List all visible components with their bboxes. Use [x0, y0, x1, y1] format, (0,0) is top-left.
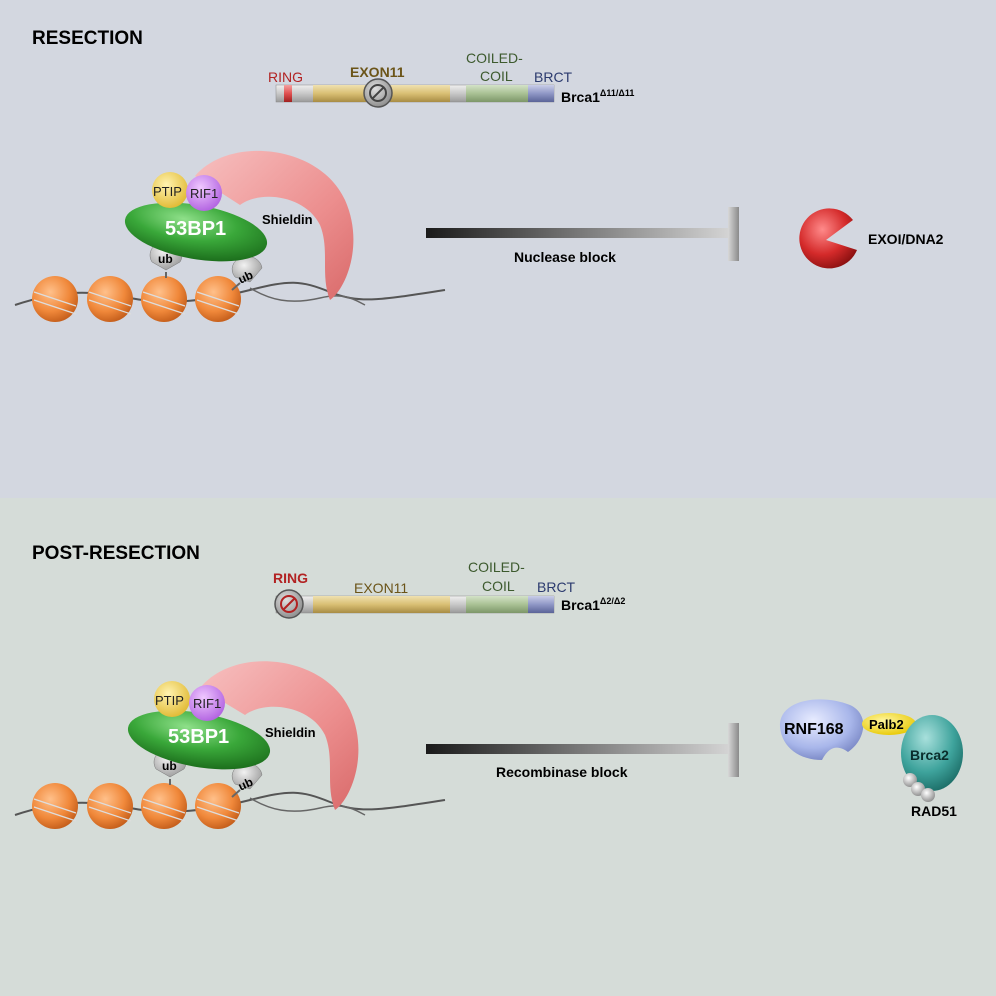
coiled-label-line2: COIL: [480, 68, 513, 84]
panel-title-resection: RESECTION: [32, 28, 143, 49]
shieldin-label: Shieldin: [262, 212, 313, 227]
coiled-coil-domain: [466, 596, 528, 613]
nucleosome: [141, 276, 187, 322]
chromatin-complex-bottom: ub ub 53BP1 PTIP RIF1 Shieldin: [14, 661, 446, 829]
rnf168-protein: [779, 699, 864, 760]
shieldin-protein: [195, 150, 354, 300]
palb2-protein: [862, 713, 916, 735]
brca2-protein: [901, 715, 963, 791]
svg-text:ub: ub: [236, 775, 255, 794]
coiled-coil-domain: [466, 85, 528, 102]
ubiquitin: ub: [231, 763, 263, 794]
rif1-label: RIF1: [190, 186, 218, 201]
rif1-protein: [186, 175, 222, 211]
nucleosome: [87, 276, 133, 322]
rif1-protein: [189, 685, 225, 721]
recombinase-complex: RNF168 Palb2 Brca2 RAD51: [779, 699, 963, 819]
ring-label: RING: [268, 69, 303, 85]
nucleosome: [195, 276, 241, 322]
exon11-label: EXON11: [350, 64, 405, 80]
nucleosome: [32, 783, 78, 829]
svg-text:ub: ub: [162, 759, 177, 773]
rif1-label: RIF1: [193, 696, 221, 711]
nucleosome: [32, 276, 78, 322]
rad51-monomer: [921, 788, 935, 802]
53bp1-label: 53BP1: [168, 726, 229, 748]
ptip-protein: [154, 681, 190, 717]
rad51-label: RAD51: [911, 803, 957, 819]
svg-text:ub: ub: [158, 252, 173, 266]
ring-label: RING: [273, 570, 308, 586]
53bp1-label: 53BP1: [165, 218, 226, 240]
coiled-label-line2: COIL: [482, 578, 515, 594]
exon11-label: EXON11: [354, 580, 408, 596]
53bp1-protein: [127, 710, 271, 770]
rad51-monomer: [903, 773, 917, 787]
svg-text:ub: ub: [236, 268, 255, 287]
brct-label: BRCT: [537, 579, 576, 595]
nucleosome: [141, 783, 187, 829]
recombinase-block-arrow: [426, 723, 739, 777]
brct-label: BRCT: [534, 69, 573, 85]
nucleosome: [87, 783, 133, 829]
nuclease-block-label: Nuclease block: [514, 249, 616, 265]
53bp1-protein: [124, 202, 268, 262]
rnf168-label: RNF168: [784, 721, 844, 738]
ring-domain: [284, 85, 292, 102]
brct-domain: [528, 596, 554, 613]
brca1-domain-bar-bottom: [274, 589, 555, 619]
shieldin-protein: [200, 661, 359, 810]
coiled-label-line1: COILED-: [468, 559, 525, 575]
exo-dna2-label: EXOI/DNA2: [868, 231, 944, 247]
ubiquitin: ub: [231, 256, 263, 287]
allele-label-bottom: Brca1Δ2/Δ2: [561, 596, 625, 613]
ptip-protein: [152, 172, 188, 208]
exo-nuclease-icon: [799, 208, 857, 269]
brct-domain: [528, 85, 554, 102]
allele-label-top: Brca1Δ11/Δ11: [561, 88, 634, 105]
deletion-icon: [363, 78, 393, 108]
palb2-label: Palb2: [869, 717, 904, 732]
exon11-domain: [313, 596, 450, 613]
coiled-label-line1: COILED-: [466, 50, 523, 66]
brca2-label: Brca2: [910, 747, 949, 763]
nucleosome: [195, 783, 241, 829]
nuclease-block-arrow: [426, 207, 739, 261]
shieldin-label: Shieldin: [265, 725, 316, 740]
panel-title-post-resection: POST-RESECTION: [32, 543, 200, 564]
recombinase-block-label: Recombinase block: [496, 764, 628, 780]
chromatin-complex-top: ub ub 53BP1 PTIP RIF1 Shieldin: [14, 150, 446, 322]
brca1-domain-bar-top: [275, 78, 555, 108]
ptip-label: PTIP: [153, 184, 182, 199]
deletion-icon: [274, 589, 304, 619]
ptip-label: PTIP: [155, 693, 184, 708]
